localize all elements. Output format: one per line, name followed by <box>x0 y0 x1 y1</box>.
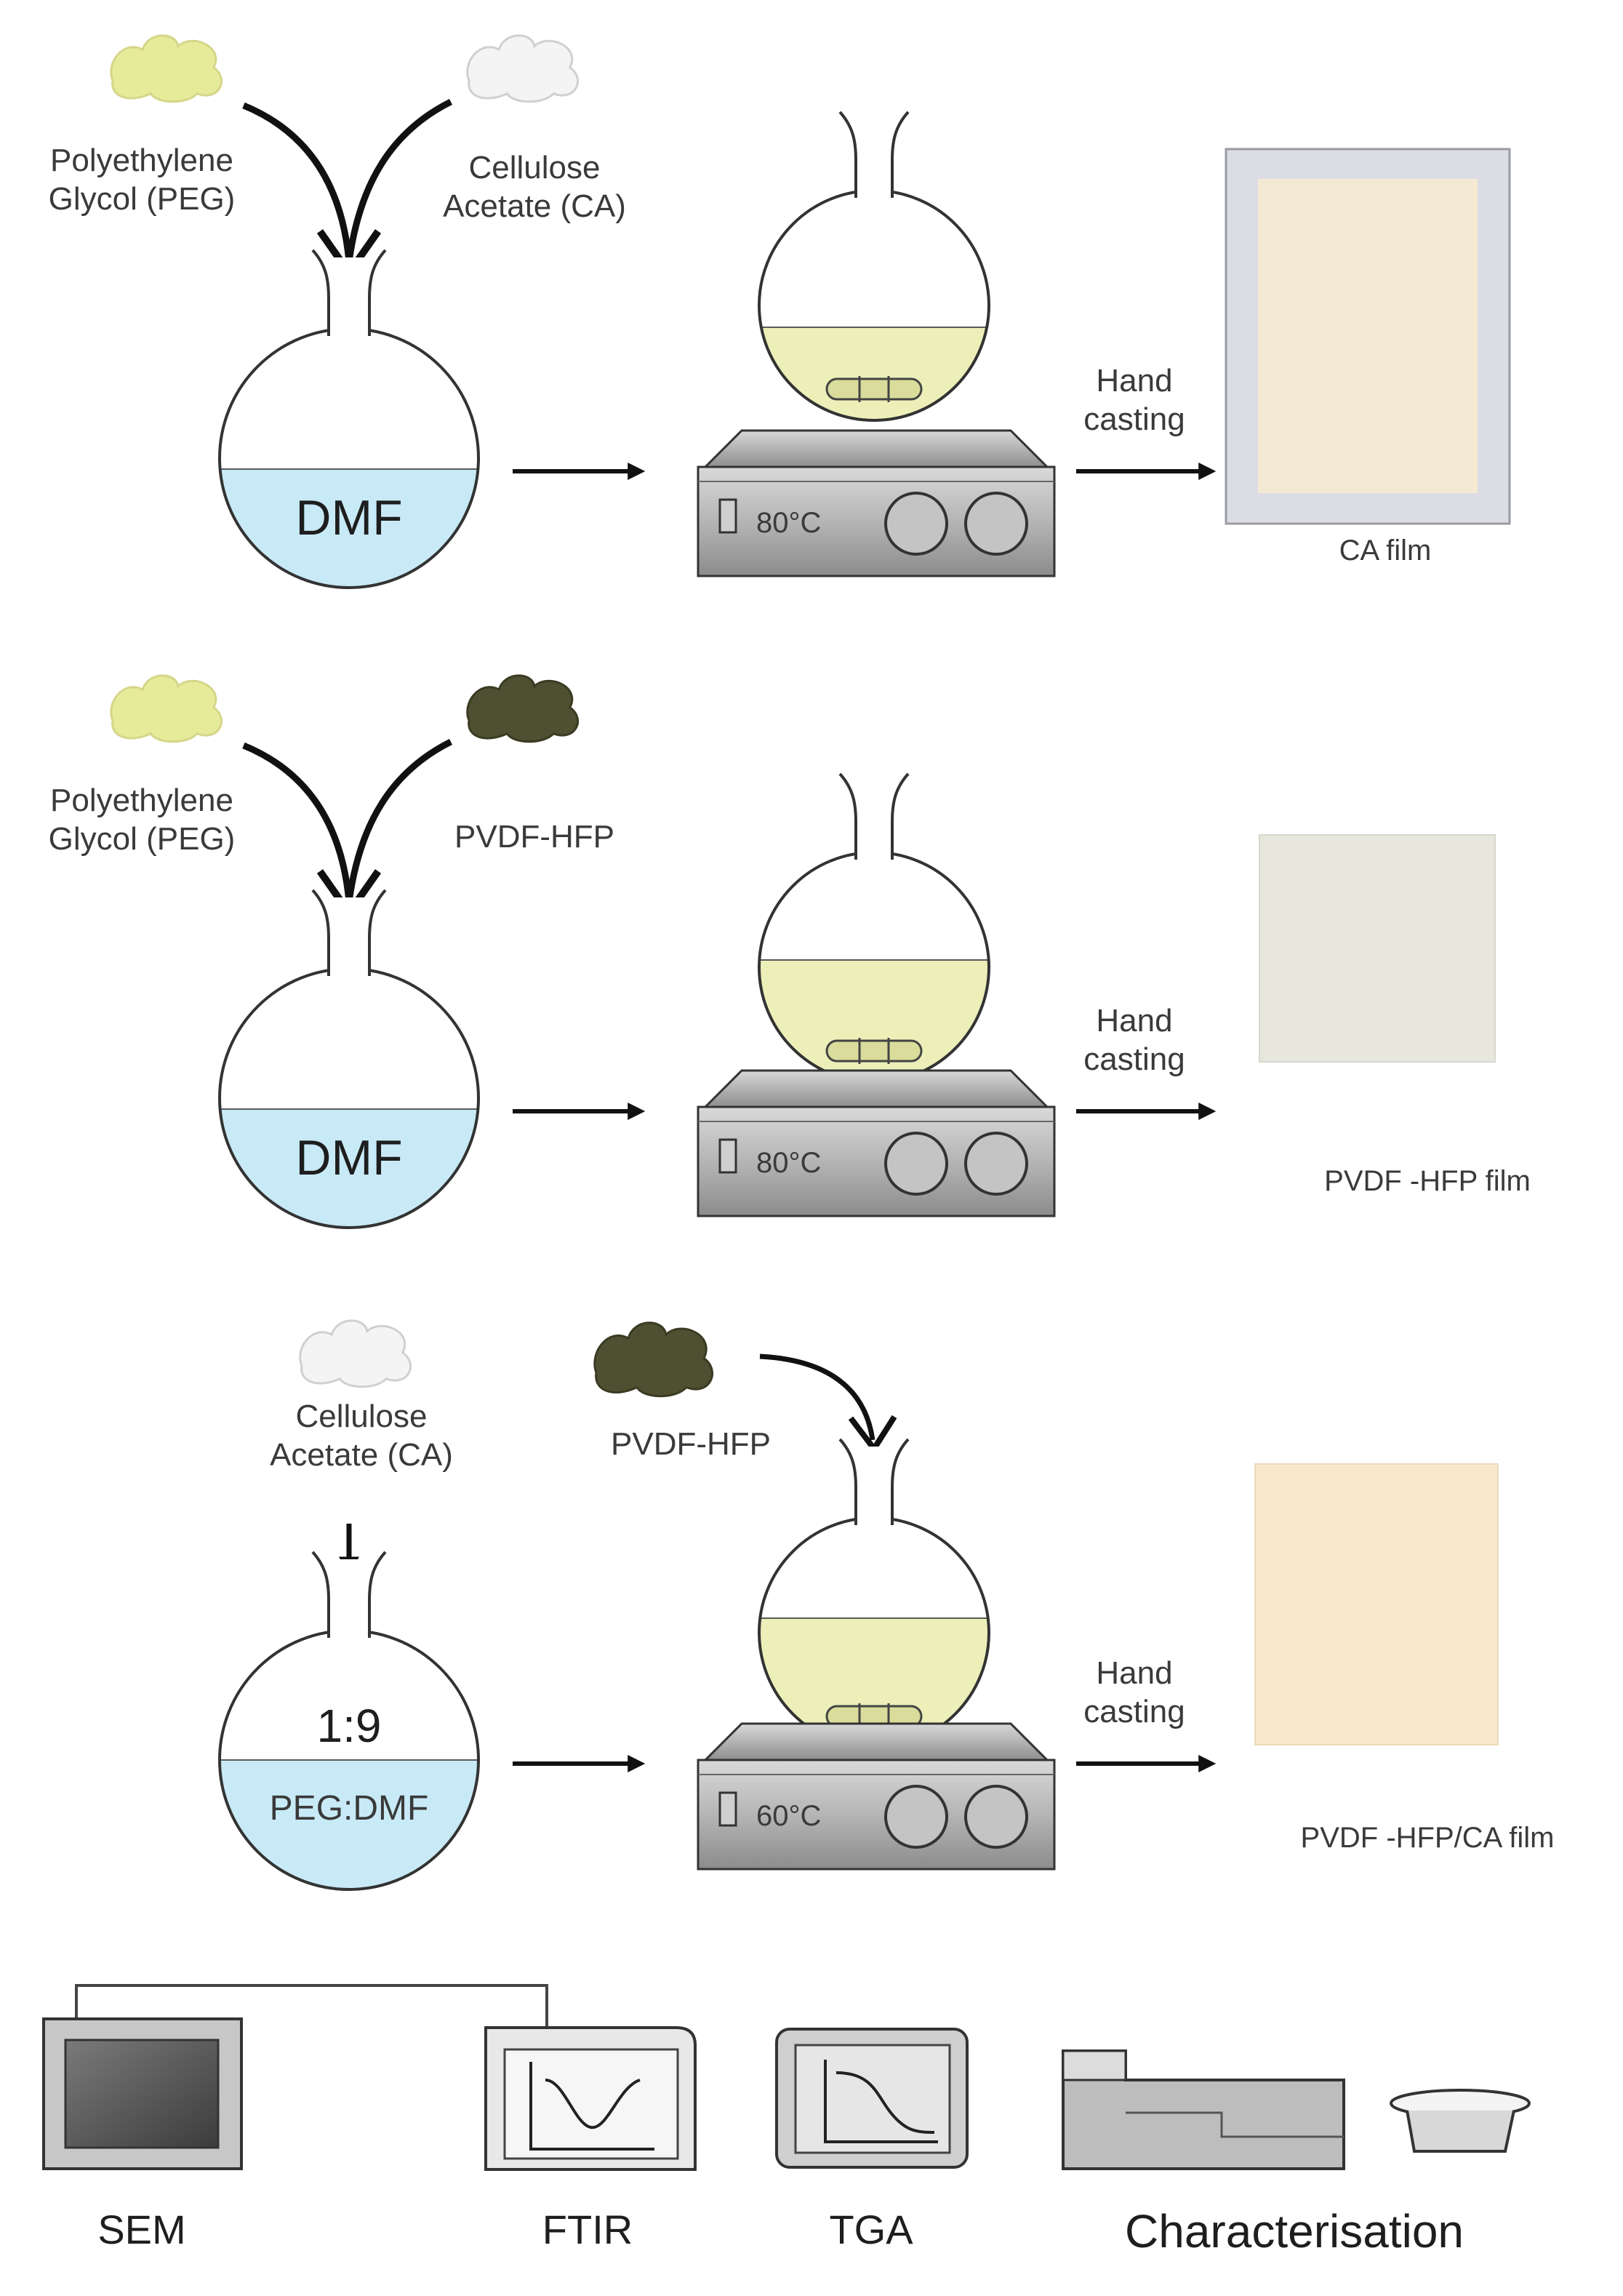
reaction-flask-neck <box>838 772 910 860</box>
film-label: PVDF -HFP/CA film <box>1301 1822 1555 1854</box>
tga-label: TGA <box>829 2207 913 2252</box>
hotplate-stirrer-temperature: 60°C <box>756 1800 821 1832</box>
instrument-cable <box>75 1984 548 2029</box>
solvent-flask-neck <box>311 889 387 976</box>
hotplate-stirrer-plate <box>702 1069 1050 1108</box>
peg-powder <box>110 34 223 103</box>
reagent-b-addition-arrow <box>345 738 453 903</box>
reagent-b-label: PVDF-HFP <box>454 819 614 855</box>
ca-film <box>1258 179 1478 493</box>
reaction-flask <box>758 1438 990 1749</box>
pvdf-hfp-powder <box>466 674 579 743</box>
reaction-flask-liquid <box>759 327 989 420</box>
characterisation-row: SEM FTIR TGA Characterisation <box>42 1984 1531 2257</box>
hotplate-stirrer-plate <box>702 1722 1050 1761</box>
hotplate-stirrer-switch <box>718 1138 737 1174</box>
hotplate-stirrer: 60°C <box>697 1722 1056 1871</box>
magnetic-stir-bar <box>825 376 923 402</box>
hotplate-stirrer-knob-left <box>884 1132 948 1196</box>
reaction-flask-neck <box>838 1438 910 1525</box>
reaction-flask-neck <box>838 111 910 198</box>
peg-powder <box>110 674 223 743</box>
hotplate-stirrer-temperature: 80°C <box>756 507 821 539</box>
characterisation-title: Characterisation <box>1125 2205 1464 2257</box>
magnetic-stir-bar <box>825 1038 923 1064</box>
hotplate-stirrer-switch <box>718 498 737 534</box>
solvent-label: DMF <box>295 490 402 545</box>
solvent-flask-neck <box>311 1551 387 1638</box>
hotplate-stirrer-plate <box>702 429 1050 468</box>
film-label: PVDF -HFP film <box>1324 1165 1531 1197</box>
pvdf-addition-arrow <box>759 1353 875 1441</box>
sem-screen <box>64 2039 220 2149</box>
pvdf-hfp-powder <box>593 1321 713 1398</box>
analyzer-step <box>1126 2111 1344 2138</box>
solvent-label: DMF <box>295 1130 402 1185</box>
film-label: CA film <box>1339 535 1432 567</box>
ftir-label: FTIR <box>542 2207 633 2252</box>
solvent-flask <box>218 889 480 1229</box>
hotplate-stirrer-knob-right <box>964 492 1028 556</box>
tga-axes <box>824 2060 938 2143</box>
hotplate-stirrer-temperature: 80°C <box>756 1147 821 1179</box>
pvdf-hfp-film <box>1259 834 1496 1063</box>
hotplate-stirrer: 80°C <box>697 429 1056 577</box>
ftir-axes <box>529 2062 654 2151</box>
reaction-flask <box>758 772 990 1084</box>
hotplate-stirrer-knob-left <box>884 1785 948 1849</box>
solvent-label: PEG:DMF <box>270 1789 429 1828</box>
tga-curve <box>835 2071 935 2134</box>
sem-label: SEM <box>97 2207 185 2252</box>
hotplate-stirrer-knob-right <box>964 1132 1028 1196</box>
reaction-flask <box>758 111 990 422</box>
peg-addition-arrow <box>242 742 353 903</box>
hotplate-stirrer: 80°C <box>697 1069 1056 1217</box>
solvent-flask-neck <box>311 249 387 336</box>
pvdf-hfp-ca-film <box>1254 1463 1499 1745</box>
ftir-curve <box>545 2079 641 2129</box>
hotplate-stirrer-switch <box>718 1791 737 1827</box>
analyzer-lid <box>1062 2049 1127 2081</box>
peg-addition-arrow <box>242 102 353 263</box>
ratio-label: 1:9 <box>317 1700 382 1752</box>
sample-pan <box>1406 2110 1515 2153</box>
tga-display <box>794 2044 951 2154</box>
solvent-flask <box>218 1551 480 1891</box>
ca-powder <box>299 1319 412 1388</box>
reaction-flask-liquid <box>759 960 989 1082</box>
ca-powder <box>466 34 579 103</box>
hotplate-stirrer-knob-right <box>964 1785 1028 1849</box>
hotplate-stirrer-knob-left <box>884 492 948 556</box>
ftir-display <box>503 2048 679 2160</box>
reagent-b-addition-arrow <box>345 98 453 263</box>
reagent-b-label: PVDF-HFP <box>611 1426 771 1462</box>
